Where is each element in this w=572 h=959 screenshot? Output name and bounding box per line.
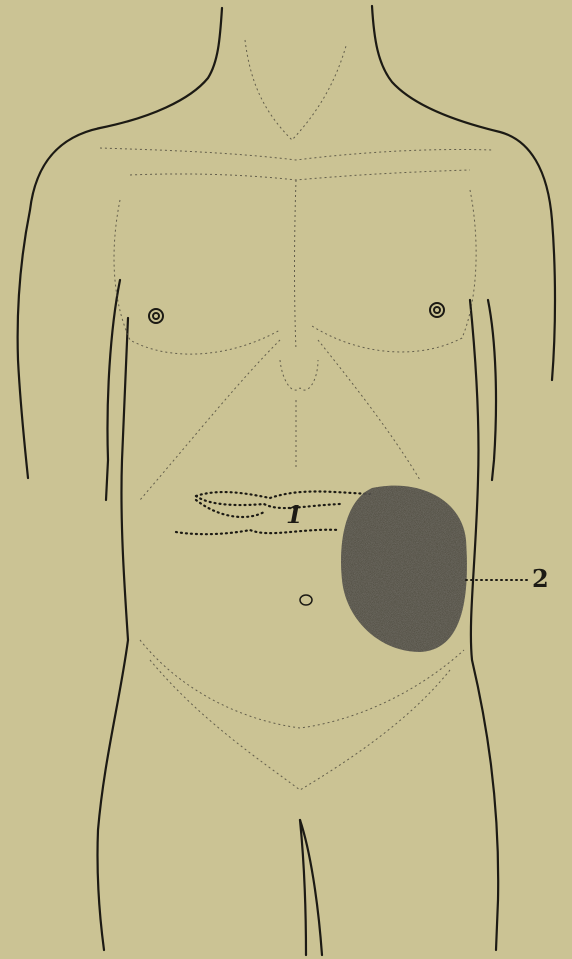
right-groin-sketch: [300, 670, 450, 790]
body-outline: [18, 6, 555, 955]
region-1-wave: [196, 500, 264, 517]
sketch-lines: [100, 40, 492, 790]
xiphoid-sketch: [280, 360, 318, 390]
right-thigh-inner-line: [300, 820, 322, 955]
region-1-label: 1: [286, 500, 303, 529]
region-2-label: 2: [532, 564, 549, 593]
right-arm-inner-line: [488, 300, 496, 480]
navel: [300, 595, 312, 605]
right-nipple-center: [434, 307, 440, 313]
left-nipple: [149, 309, 163, 323]
upper-chest-sketch: [130, 170, 470, 180]
right-shoulder-arm-line: [372, 6, 555, 380]
nipples: [149, 303, 444, 323]
region-1-lower-border: [176, 530, 340, 534]
lower-abdomen-sketch: [140, 640, 464, 728]
left-nipple-center: [153, 313, 159, 319]
region-1-inner-border: [196, 496, 340, 508]
right-flank-line: [470, 300, 498, 950]
region-2-stipple: [341, 486, 467, 652]
right-ribcage-sketch: [318, 340, 420, 480]
left-ribcage-sketch: [140, 340, 280, 500]
left-arm-inner-line: [106, 280, 120, 500]
right-pectoral-sketch: [312, 190, 476, 352]
sternum-sketch: [295, 180, 297, 350]
region-1-outline: [176, 492, 370, 535]
neck-sketch: [245, 40, 346, 140]
left-flank-line: [97, 318, 128, 950]
left-pectoral-sketch: [114, 200, 280, 354]
right-nipple: [430, 303, 444, 317]
region-1-upper-border: [196, 492, 370, 499]
clavicle-sketch: [100, 148, 492, 160]
left-groin-sketch: [150, 660, 300, 790]
left-shoulder-arm-line: [18, 8, 222, 478]
